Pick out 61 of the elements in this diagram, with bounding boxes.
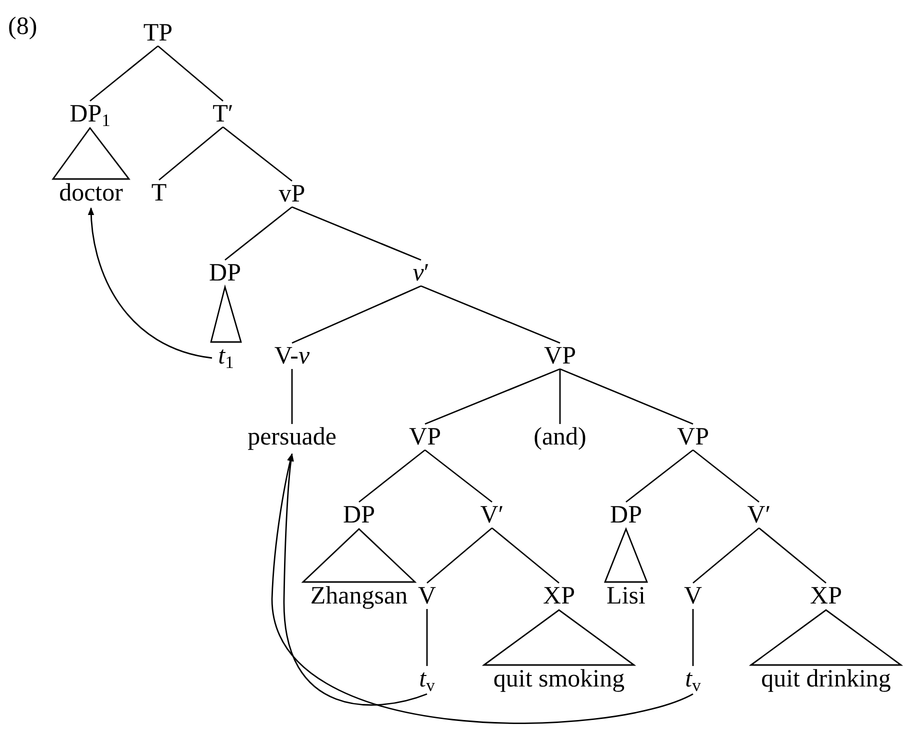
category-label: DP [343,502,375,528]
category-label: V [418,584,436,608]
triangle-roof [482,609,636,666]
word-label: (and) [534,424,586,450]
category-label: T′ [212,102,234,126]
category-label: VP [409,424,441,450]
category-label: VP [544,344,576,368]
trace-label: t$_{v}$ [685,666,701,692]
triangle-roof [604,527,648,583]
tree-branch [692,449,760,503]
movement-arrow [271,453,694,724]
category-label: V [684,584,702,608]
movement-arrow [283,453,428,706]
triangle-roof [52,126,130,180]
triangle-roof [748,609,904,666]
category-label: DP$_{1}$ [70,102,110,126]
tree-branch [424,368,560,425]
category-label: DP [209,260,241,286]
category-label: TP [143,20,173,46]
word-label: Lisi [606,584,646,608]
category-label: VP [677,424,709,450]
example-number: (8) [8,14,38,39]
triangle-roof [301,528,417,583]
tree-branch [426,609,428,666]
tree-branch [292,285,422,344]
category-label: V′ [480,502,504,528]
tree-branch [424,449,492,503]
tree-branch [492,527,560,584]
tree-branch [222,126,292,182]
trace-label: t$_{1}$ [218,344,234,368]
word-label: persuade [248,424,336,450]
category-label: vP [278,182,306,206]
word-label: quit smoking [493,666,625,692]
tree-branch [559,369,561,424]
word-label: doctor [59,180,123,206]
tree-branch [692,527,760,584]
tree-branch [358,449,426,503]
tree-branch [224,206,292,261]
tree-branch [291,369,293,424]
category-label: DP [610,502,642,528]
tree-branch [758,527,826,584]
triangle-roof [210,284,242,343]
category-label: V-v [274,344,310,368]
word-label: quit drinking [761,666,891,692]
tree-branch [560,368,694,425]
word-label: Zhangsan [310,584,408,608]
tree-branch [292,206,422,261]
tree-branch [426,527,492,584]
category-label: v′ [412,260,430,286]
tree-branch [420,285,560,344]
category-label: V′ [747,502,771,528]
tree-branch [158,45,224,102]
category-label: T [151,180,167,206]
tree-branch [626,449,694,503]
movement-arrow [88,207,212,359]
category-label: XP [810,584,842,608]
tree-branch [692,609,694,666]
tree-branch [158,126,224,181]
tree-branch [90,45,158,102]
category-label: XP [543,584,575,608]
trace-label: t$_{v}$ [419,666,435,692]
